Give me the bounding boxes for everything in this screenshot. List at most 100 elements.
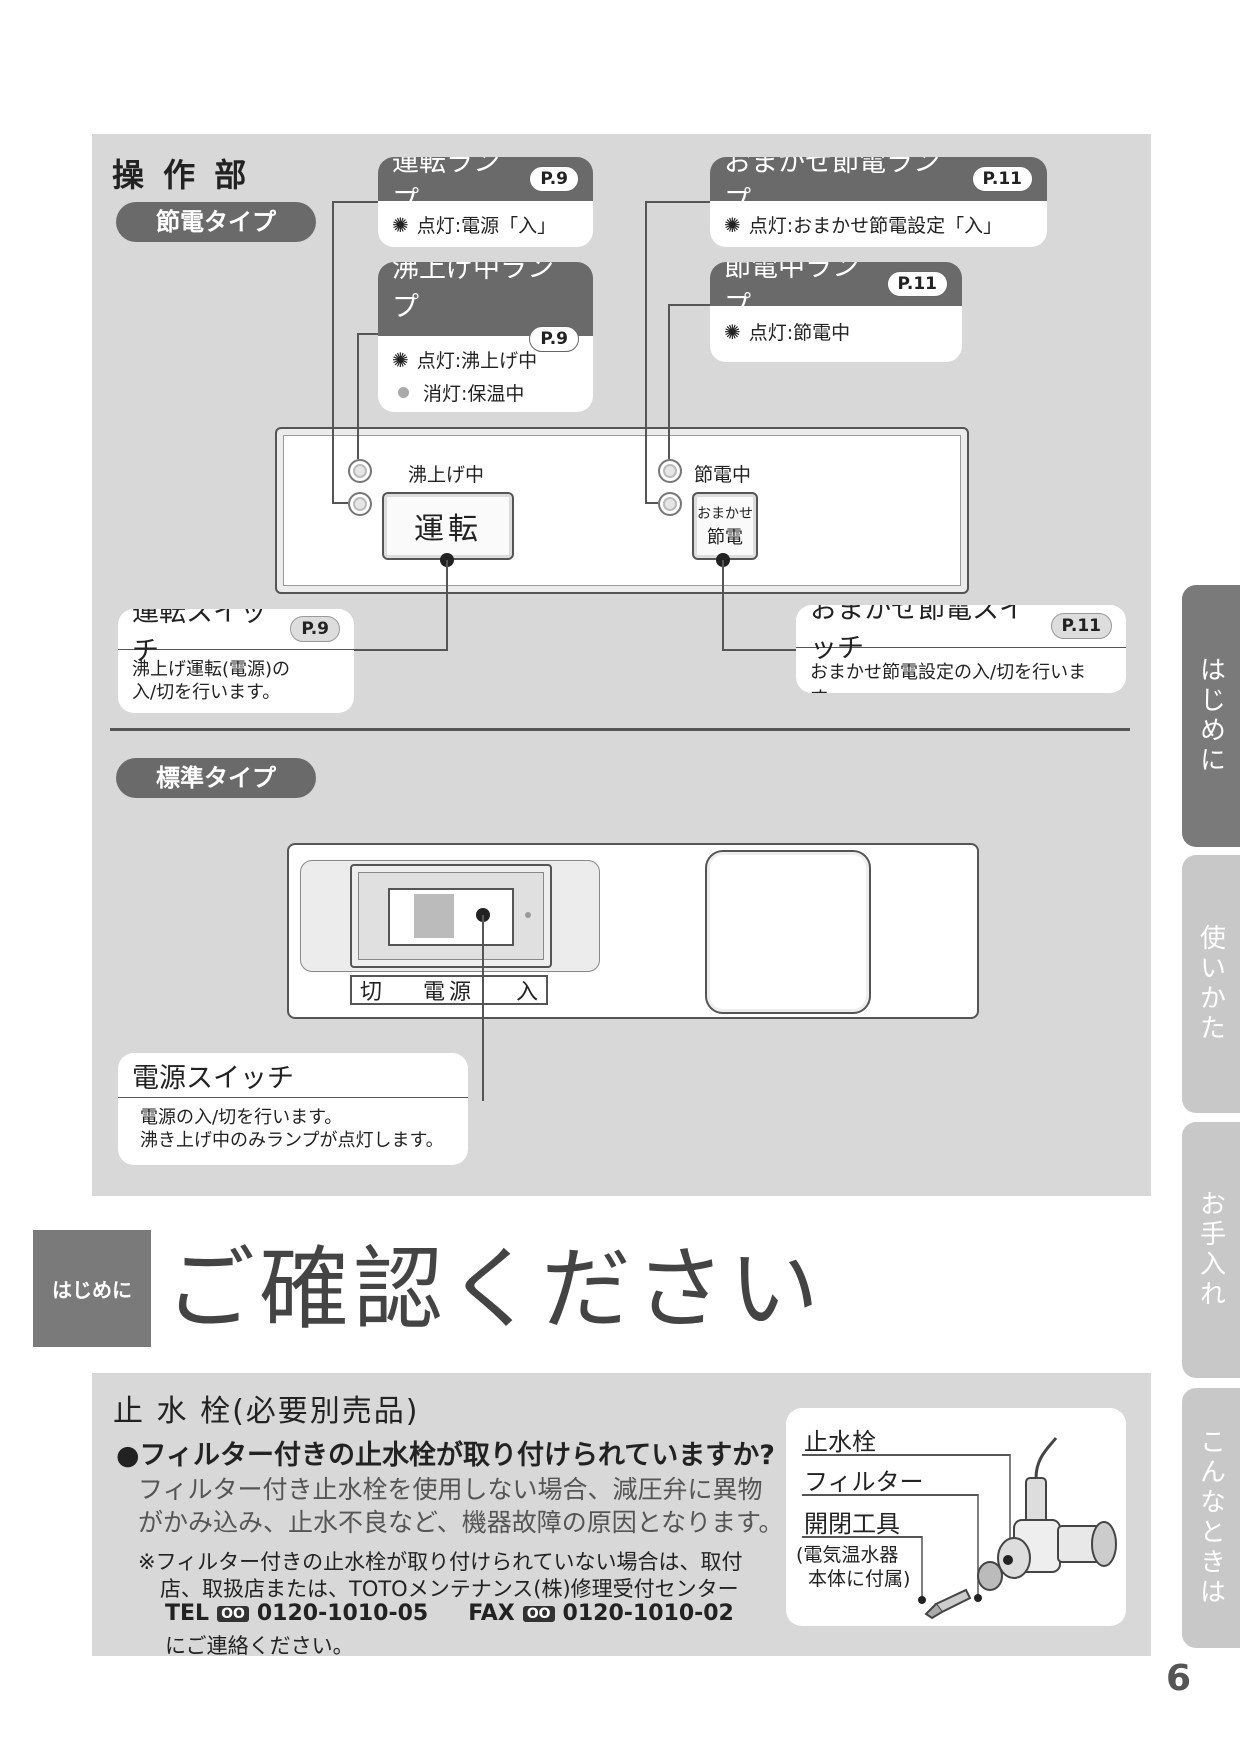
label-power: 電源 — [422, 980, 475, 1005]
callout-title: 節電中ランプ — [724, 262, 859, 322]
callout-setsuden-lamp: 節電中ランプ P.11 ✺ 点灯:節電中 — [710, 262, 962, 362]
diagram-rule — [802, 1494, 978, 1496]
callout-line: 点灯:おまかせ節電設定「入」 — [748, 215, 1003, 237]
power-switch[interactable] — [388, 888, 514, 946]
page-ref: P.9 — [290, 616, 340, 642]
label-wakiage: 沸上げ中 — [408, 464, 485, 486]
callout-line: 沸上げ運転(電源)の — [132, 659, 291, 680]
tel-number: 0120-1010-05 — [256, 1601, 429, 1626]
diagram-label-note-a: (電気温水器 — [796, 1544, 899, 1566]
control-panel-setsuden — [275, 427, 969, 594]
stopcock-diagram: 止水栓 フィルター 開閉工具 (電気温水器 本体に付属) — [786, 1408, 1126, 1626]
type-badge-setsuden: 節電タイプ — [116, 202, 316, 242]
section-title: 操 作 部 — [112, 156, 251, 194]
wakiage-lamp-indicator — [348, 459, 372, 483]
page-ref: P.11 — [886, 271, 948, 297]
leader-line — [332, 502, 348, 504]
callout-line: おまかせ節電設定の入/切を行います。 — [810, 662, 1087, 693]
unten-button-label: 運転 — [414, 512, 482, 547]
diagram-label-tool: 開閉工具 — [804, 1510, 900, 1538]
switch-rocker — [414, 894, 454, 938]
leader-line — [645, 201, 647, 503]
stopcock-question: ●フィルター付きの止水栓が取り付けられていますか? — [116, 1440, 775, 1471]
callout-unten-switch: 運転スイッチ P.9 沸上げ運転(電源)の 入/切を行います。 — [118, 609, 354, 713]
omakase-button-top: おまかせ — [697, 506, 753, 522]
leader-line — [348, 649, 448, 651]
callout-title: 運転スイッチ — [132, 609, 267, 667]
label-setsuden: 節電中 — [694, 464, 752, 486]
callout-omakase-lamp: おまかせ節電ランプ P.11 ✺ 点灯:おまかせ節電設定「入」 — [710, 157, 1047, 247]
omakase-button[interactable]: おまかせ 節電 — [692, 492, 758, 560]
callout-omakase-switch: おまかせ節電スイッチ P.11 おまかせ節電設定の入/切を行います。 — [796, 605, 1126, 693]
stopcock-note-2: 店、取扱店または、TOTOメンテナンス(株)修理受付センター — [160, 1577, 739, 1601]
page-ref: P.11 — [1050, 613, 1112, 639]
lamp-on-icon: ✺ — [392, 347, 409, 372]
side-tab-tsukaikata[interactable]: 使いかた — [1182, 855, 1240, 1113]
leader-line — [668, 304, 710, 306]
blank-cover — [705, 850, 871, 1014]
callout-title: おまかせ節電ランプ — [724, 157, 940, 217]
section-divider — [110, 728, 1130, 731]
fax-number: 0120-1010-02 — [562, 1601, 734, 1626]
label-on: 入 — [515, 980, 538, 1005]
leader-line — [332, 201, 334, 503]
stopcock-note-1: ※フィルター付きの止水栓が取り付けられていない場合は、取付 — [138, 1550, 743, 1574]
side-tab-oteire[interactable]: お手入れ — [1182, 1122, 1240, 1378]
leader-line — [722, 560, 724, 650]
callout-title: おまかせ節電スイッチ — [810, 605, 1026, 664]
switch-scale: 切 電源 入 — [350, 975, 548, 1005]
callout-line: 入/切を行います。 — [132, 682, 281, 703]
lamp-on-icon: ✺ — [724, 319, 741, 344]
section-badge: はじめに — [33, 1230, 151, 1347]
leader-line — [668, 304, 670, 459]
callout-line: 点灯:電源「入」 — [416, 215, 557, 237]
diagram-label-note-b: 本体に付属) — [808, 1568, 911, 1590]
tel-label: TEL — [165, 1601, 210, 1626]
callout-line: 沸き上げ中のみランプが点灯します。 — [140, 1130, 444, 1151]
page-heading: ご確認ください — [165, 1237, 823, 1342]
callout-title: 運転ランプ — [392, 157, 500, 217]
callout-title: 沸上げ中ランプ — [392, 262, 554, 323]
stopcock-note-3: にご連絡ください。 — [165, 1634, 354, 1658]
leader-line — [722, 649, 796, 651]
stopcock-title: 止 水 栓(必要別売品) — [113, 1394, 420, 1429]
freedial-icon: OO — [522, 1605, 555, 1622]
leader-line — [446, 560, 448, 650]
callout-power-switch: 電源スイッチ 電源の入/切を行います。 沸き上げ中のみランプが点灯します。 — [118, 1053, 468, 1165]
callout-unten-lamp: 運転ランプ P.9 ✺ 点灯:電源「入」 — [378, 157, 593, 247]
stopcock-desc-2: がかみ込み、止水不良など、機器故障の原因となります。 — [138, 1508, 784, 1537]
diagram-label-filter: フィルター — [804, 1468, 924, 1496]
unten-button[interactable]: 運転 — [382, 492, 514, 560]
side-tab-konnatokiwa[interactable]: こんなときは — [1182, 1388, 1240, 1648]
callout-line: 点灯:節電中 — [748, 322, 851, 344]
indicator-light — [525, 912, 531, 918]
page-ref: P.9 — [529, 326, 579, 352]
section-badge-label: はじめに — [52, 1278, 132, 1302]
leader-line — [645, 502, 658, 504]
diagram-rule — [802, 1536, 922, 1538]
callout-line: 電源の入/切を行います。 — [140, 1107, 343, 1128]
page-number: 6 — [1166, 1658, 1192, 1699]
stopcock-desc-1: フィルター付き止水栓を使用しない場合、減圧弁に異物 — [138, 1475, 763, 1504]
page-ref: P.9 — [529, 166, 579, 192]
leader-line — [357, 333, 378, 335]
omakase-lamp-indicator — [658, 492, 682, 516]
lamp-on-icon: ✺ — [724, 212, 741, 237]
lamp-on-icon: ✺ — [392, 212, 409, 237]
callout-title: 電源スイッチ — [132, 1062, 294, 1094]
callout-line: 消灯:保温中 — [423, 383, 525, 405]
side-tab-hajimeni[interactable]: はじめに — [1182, 585, 1240, 847]
diagram-label-stopcock: 止水栓 — [804, 1428, 876, 1456]
label-off: 切 — [360, 980, 383, 1005]
callout-wakiage-lamp: 沸上げ中ランプ P.9 ✺ 点灯:沸上げ中 消灯:保温中 — [378, 262, 593, 412]
diagram-rule — [802, 1454, 1010, 1456]
leader-line — [332, 201, 378, 203]
leader-line — [482, 915, 484, 1101]
fax-label: FAX — [468, 1601, 515, 1626]
omakase-button-bottom: 節電 — [707, 527, 743, 548]
type-badge-hyojun: 標準タイプ — [116, 758, 316, 798]
setsuden-lamp-indicator — [658, 459, 682, 483]
page-ref: P.11 — [971, 166, 1033, 192]
unten-lamp-indicator — [348, 492, 372, 516]
contact-line: TEL OO 0120-1010-05 FAX OO 0120-1010-02 — [165, 1601, 734, 1626]
